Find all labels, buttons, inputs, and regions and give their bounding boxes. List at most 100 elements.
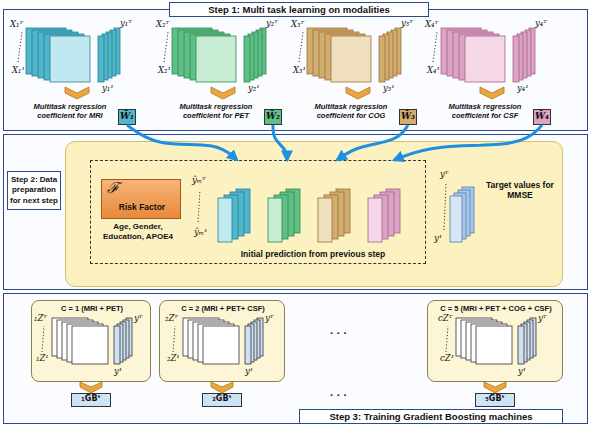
matrix-layer — [318, 198, 332, 242]
matrix-layer — [461, 320, 497, 358]
matrix-layer — [521, 324, 527, 362]
prediction-stack — [318, 189, 350, 242]
matrix-layer — [193, 322, 229, 360]
matrix-layer — [476, 326, 512, 364]
step-band: Step 2: Data preparation for next stepTa… — [3, 134, 588, 290]
combined-matrix-stack — [456, 318, 512, 364]
matrix-layer — [379, 36, 385, 82]
model-name: ₅GBᵗ — [476, 393, 514, 405]
matrix-layer — [466, 322, 502, 360]
matrix-layer — [386, 189, 400, 233]
matrix-layer — [319, 32, 359, 78]
chevron-connector — [484, 382, 506, 393]
index-dots — [299, 32, 303, 62]
combined-matrix-stack — [183, 318, 239, 364]
matrix-layer — [527, 320, 533, 358]
target-caption: Target values for MMSE — [480, 180, 560, 200]
matrix-layer — [50, 36, 90, 82]
coefficient-symbol: W̃₄ — [534, 109, 550, 123]
coefficient-box: Multitask regression coefficient for MRI… — [118, 109, 136, 125]
matrix-layer — [257, 318, 263, 356]
matrix-layer — [114, 326, 120, 364]
matrix-layer — [380, 192, 394, 236]
matrix-layer — [383, 34, 389, 80]
matrix-layer — [280, 192, 294, 236]
matrix-layer — [441, 28, 481, 74]
combined-matrix-stack — [52, 318, 108, 364]
matrix-layer — [38, 32, 78, 78]
matrix-layer — [471, 324, 507, 362]
coefficient-symbol: W̃₃ — [400, 109, 416, 123]
chevron-connector — [80, 382, 102, 393]
matrix-layer — [521, 32, 527, 78]
matrix-layer — [331, 36, 371, 82]
matrix-layer — [387, 32, 393, 78]
matrix-layer — [67, 324, 103, 362]
data-panel: Target values for MMSE Initial prediction… — [65, 141, 563, 287]
matrix-layer — [256, 30, 262, 76]
matrix-layer — [251, 322, 257, 360]
target-vector-stack — [98, 28, 120, 82]
matrix-layer — [183, 318, 219, 356]
index-dots — [42, 326, 44, 352]
matrix-layer — [198, 324, 234, 362]
matrix-layer — [190, 34, 230, 80]
matrix-layer — [57, 320, 93, 358]
matrix-layer — [374, 195, 388, 239]
matrix-layer — [268, 198, 282, 242]
matrix-layer — [459, 34, 499, 80]
matrix-layer — [524, 322, 530, 360]
matrix-layer — [462, 187, 474, 233]
matrix-layer — [395, 28, 401, 74]
model-name: ₁GBᵗ — [72, 393, 110, 405]
matrix-layer — [324, 195, 338, 239]
step-title: Step 2: Data preparation for next step — [7, 171, 61, 210]
matrix-layer — [218, 198, 232, 242]
risk-caption: Risk Factor — [102, 202, 182, 212]
matrix-layer — [188, 320, 224, 358]
feature-matrix-stack — [441, 28, 505, 82]
coefficient-caption: Multitask regression coefficient for PET — [171, 103, 261, 120]
matrix-layer — [110, 30, 116, 76]
matrix-layer — [254, 320, 260, 358]
matrix-layer — [106, 32, 112, 78]
prediction-caption: Initial prediction from previous step — [213, 249, 413, 259]
matrix-layer — [325, 34, 365, 80]
matrix-layer — [62, 322, 98, 360]
prediction-stack — [268, 189, 300, 242]
index-dots — [164, 32, 168, 62]
risk-factor-box: ℱRisk Factor — [101, 179, 181, 219]
target-vector-stack — [379, 28, 401, 82]
matrix-layer — [260, 28, 266, 74]
combination-box: C = 2 (MRI + PET+ CSF) — [159, 300, 285, 382]
feature-matrix-stack — [172, 28, 236, 82]
matrix-layer — [72, 326, 108, 364]
matrix-layer — [450, 196, 462, 242]
combination-title: C = 2 (MRI + PET+ CSF) — [160, 304, 286, 313]
matrix-layer — [458, 190, 470, 236]
down-chevron — [211, 87, 235, 99]
index-dots — [444, 184, 446, 230]
matrix-layer — [244, 36, 250, 82]
target-vector-stack — [513, 28, 535, 82]
step-band: Step 1: Multi task learning on modalitie… — [3, 9, 588, 131]
matrix-layer — [518, 326, 524, 364]
curved-arrow — [394, 125, 542, 160]
matrix-layer — [313, 30, 353, 76]
matrix-layer — [44, 34, 84, 80]
matrix-layer — [230, 192, 244, 236]
prediction-stack — [218, 189, 250, 242]
down-chevron — [480, 87, 504, 99]
matrix-layer — [454, 193, 466, 239]
matrix-layer — [517, 34, 523, 80]
index-dots — [18, 32, 22, 62]
matrix-layer — [465, 36, 505, 82]
coefficient-caption: Multitask regression coefficient for CSF — [440, 103, 530, 120]
prediction-group: Initial prediction from previous step ℱRi… — [90, 160, 426, 264]
combination-box: C = 1 (MRI + PET) — [31, 300, 151, 382]
coefficient-symbol: W̃₁ — [119, 109, 135, 123]
matrix-layer — [368, 198, 382, 242]
matrix-layer — [286, 189, 300, 233]
